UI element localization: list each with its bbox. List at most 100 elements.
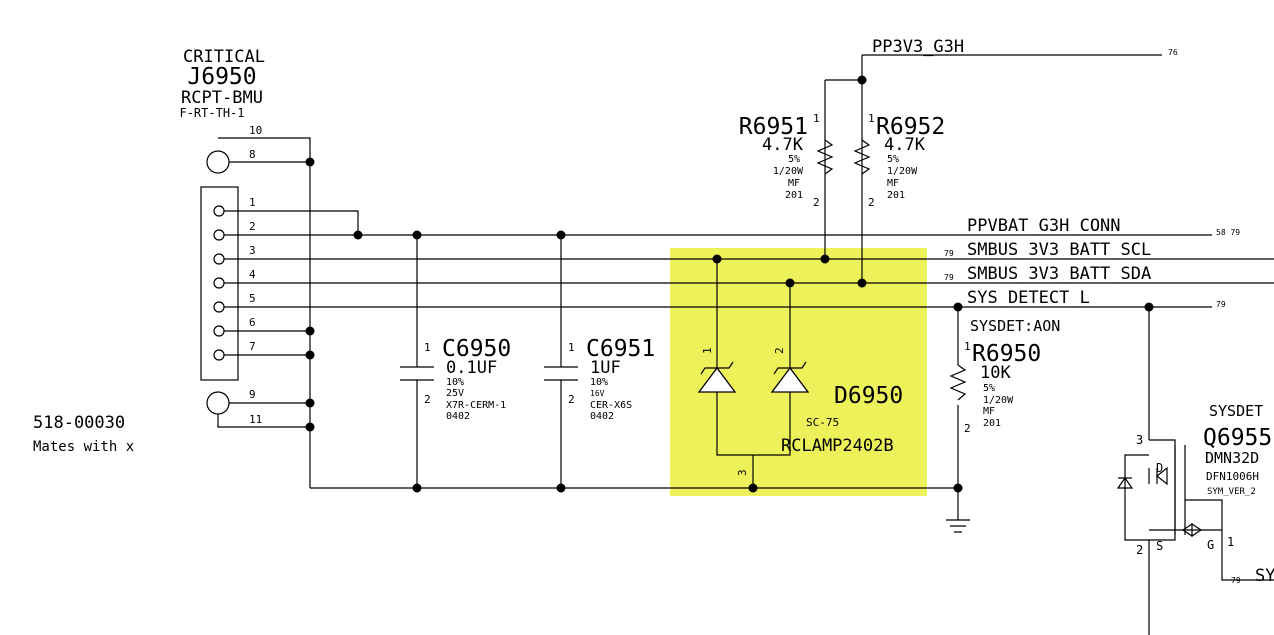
net-gate: SY bbox=[1255, 566, 1274, 586]
d6950-pin2: 2 bbox=[773, 347, 786, 354]
pin-circle bbox=[213, 229, 225, 241]
r6950-refdes: R6950 bbox=[972, 341, 1041, 367]
c6951-refdes: C6951 bbox=[586, 336, 655, 362]
r6952-pin1: 1 bbox=[868, 112, 875, 125]
r6952-type: MF bbox=[887, 178, 899, 189]
capacitor-c6951-symbol bbox=[544, 366, 578, 381]
r6951-pkg: 201 bbox=[785, 190, 803, 201]
capacitor-c6950-symbol bbox=[400, 366, 434, 381]
connector-j6950: CRITICAL J6950 RCPT-BMU F-RT-TH-1 10 8 1… bbox=[33, 47, 265, 455]
pin-circle bbox=[213, 349, 225, 361]
net-sda: SMBUS_3V3_BATT_SDA bbox=[967, 264, 1151, 284]
net-scl-ref: 79 bbox=[944, 249, 954, 258]
mount-circle-top bbox=[206, 150, 230, 174]
r6951-value: 4.7K bbox=[762, 135, 804, 155]
pin-number: 7 bbox=[249, 340, 256, 353]
c6951-diel: CER-X6S bbox=[590, 400, 632, 411]
d6950-pin1: 1 bbox=[701, 347, 714, 354]
pin-circle bbox=[213, 301, 225, 313]
q6955-label: SYSDET bbox=[1209, 402, 1263, 420]
pin-circle bbox=[213, 325, 225, 337]
q6955-pin-s: 2 bbox=[1136, 543, 1143, 557]
d6950-part: RCLAMP2402B bbox=[781, 436, 894, 456]
pin-number: 5 bbox=[249, 292, 256, 305]
r6952-refdes: R6952 bbox=[876, 114, 945, 140]
pin-number: 4 bbox=[249, 268, 256, 281]
q6955-pin-g: 1 bbox=[1227, 535, 1234, 549]
r6951-tol: 5% bbox=[788, 154, 800, 165]
pin-number: 1 bbox=[249, 196, 256, 209]
r6952-value: 4.7K bbox=[884, 135, 926, 155]
connector-note: Mates with x bbox=[33, 439, 134, 455]
c6950-refdes: C6950 bbox=[442, 336, 511, 362]
net-pp3v3: PP3V3_G3H bbox=[872, 37, 964, 57]
mosfet-q6955-symbol bbox=[1116, 445, 1203, 538]
net-scl: SMBUS_3V3_BATT_SCL bbox=[967, 240, 1151, 260]
junction-dots bbox=[305, 75, 1154, 493]
r6952-pkg: 201 bbox=[887, 190, 905, 201]
d6950-refdes: D6950 bbox=[834, 383, 903, 409]
r6950-value: 10K bbox=[980, 363, 1011, 383]
resistor-r6951-symbol bbox=[816, 139, 834, 175]
connector-partnum: 518-00030 bbox=[33, 413, 125, 433]
wires bbox=[217, 54, 1274, 635]
r6950-pin1: 1 bbox=[964, 340, 971, 353]
net-sysdet-aon: SYSDET:AON bbox=[970, 317, 1060, 335]
c6950-value: 0.1UF bbox=[446, 358, 497, 378]
ground-symbol bbox=[946, 519, 970, 533]
c6950-diel: X7R-CERM-1 bbox=[446, 400, 506, 411]
j6950-refdes: J6950 bbox=[187, 64, 256, 90]
c6951-value: 1UF bbox=[590, 358, 621, 378]
pin-number: 9 bbox=[249, 388, 256, 401]
r6951-refdes: R6951 bbox=[739, 114, 808, 140]
c6951-pin2: 2 bbox=[568, 393, 575, 406]
r6952-tol: 5% bbox=[887, 154, 899, 165]
r6951-type: MF bbox=[788, 178, 800, 189]
pin-number: 11 bbox=[249, 413, 262, 426]
q6955-d: D bbox=[1156, 461, 1163, 475]
r6952-power: 1/20W bbox=[887, 166, 918, 177]
r6951-pin2: 2 bbox=[813, 196, 820, 209]
net-sysdet-ref: 79 bbox=[1216, 300, 1226, 309]
q6955-pin-d: 3 bbox=[1136, 433, 1143, 447]
c6951-pin1: 1 bbox=[568, 341, 575, 354]
r6951-power: 1/20W bbox=[773, 166, 804, 177]
q6955-sym: SYM_VER_2 bbox=[1207, 487, 1256, 497]
q6955-s: S bbox=[1156, 539, 1163, 553]
q6955-refdes: Q6955 bbox=[1203, 425, 1272, 451]
r6950-power: 1/20W bbox=[983, 395, 1014, 406]
pin-number: 10 bbox=[249, 124, 262, 137]
j6950-type: RCPT-BMU bbox=[181, 88, 263, 108]
d6950-pkg: SC-75 bbox=[806, 416, 839, 429]
c6950-pin1: 1 bbox=[424, 341, 431, 354]
r6951-pin1: 1 bbox=[813, 112, 820, 125]
j6950-part: F-RT-TH-1 bbox=[179, 106, 244, 120]
c6950-tol: 10% bbox=[446, 377, 464, 388]
pin-number: 6 bbox=[249, 316, 256, 329]
resistor-r6952-symbol bbox=[853, 139, 871, 175]
q6955-pkg: DFN1006H bbox=[1206, 470, 1259, 483]
net-ppvbat: PPVBAT_G3H_CONN bbox=[967, 216, 1121, 236]
resistor-r6950-symbol bbox=[949, 364, 967, 405]
pin-number: 2 bbox=[249, 220, 256, 233]
d6950-highlight bbox=[670, 248, 927, 496]
c6951-volt: 16V bbox=[590, 389, 605, 398]
r6950-tol: 5% bbox=[983, 383, 995, 394]
pin-number: 3 bbox=[249, 244, 256, 257]
net-gate-ref: 79 bbox=[1231, 576, 1241, 585]
q6955-g: G bbox=[1207, 538, 1214, 552]
diode-d6950-symbol bbox=[697, 361, 810, 393]
r6950-pkg: 201 bbox=[983, 418, 1001, 429]
pin-number: 8 bbox=[249, 148, 256, 161]
r6950-pin2: 2 bbox=[964, 422, 971, 435]
r6952-pin2: 2 bbox=[868, 196, 875, 209]
net-ppvbat-ref: 58 79 bbox=[1216, 228, 1240, 237]
net-sda-ref: 79 bbox=[944, 273, 954, 282]
c6950-pkg: 0402 bbox=[446, 411, 470, 422]
c6951-pkg: 0402 bbox=[590, 411, 614, 422]
c6951-tol: 10% bbox=[590, 377, 608, 388]
r6950-type: MF bbox=[983, 406, 995, 417]
pin-circle bbox=[213, 205, 225, 217]
net-pp3v3-ref: 76 bbox=[1168, 48, 1178, 57]
